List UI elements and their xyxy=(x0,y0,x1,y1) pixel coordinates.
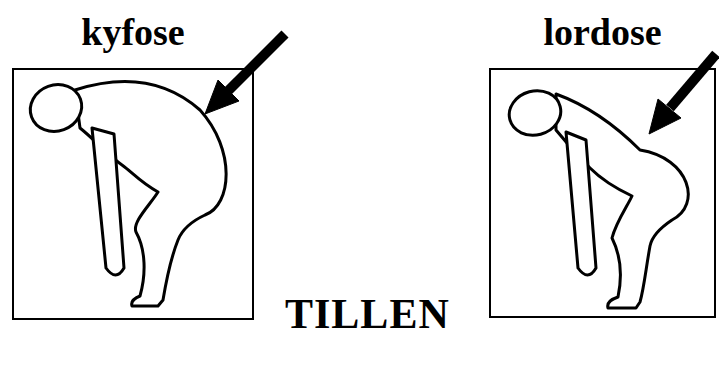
panel-heading: kyfose xyxy=(12,8,254,56)
panel-heading: lordose xyxy=(489,8,716,56)
figure-body xyxy=(556,94,688,308)
pointer-arrowhead xyxy=(205,80,239,114)
posture-panel: kyfose xyxy=(12,8,254,320)
posture-panel: lordose xyxy=(489,8,716,318)
caption-label: TILLEN xyxy=(285,290,450,338)
figure-body xyxy=(75,82,226,306)
figure-arm xyxy=(92,128,124,275)
figure-head xyxy=(24,77,89,138)
panel-frame xyxy=(12,68,254,320)
pointer-arrow xyxy=(670,54,716,108)
pointer-arrow xyxy=(228,34,285,91)
figure-head xyxy=(504,85,566,141)
panel-frame xyxy=(489,68,716,318)
pointer-arrowhead xyxy=(649,99,681,134)
figure-arm xyxy=(566,132,596,275)
